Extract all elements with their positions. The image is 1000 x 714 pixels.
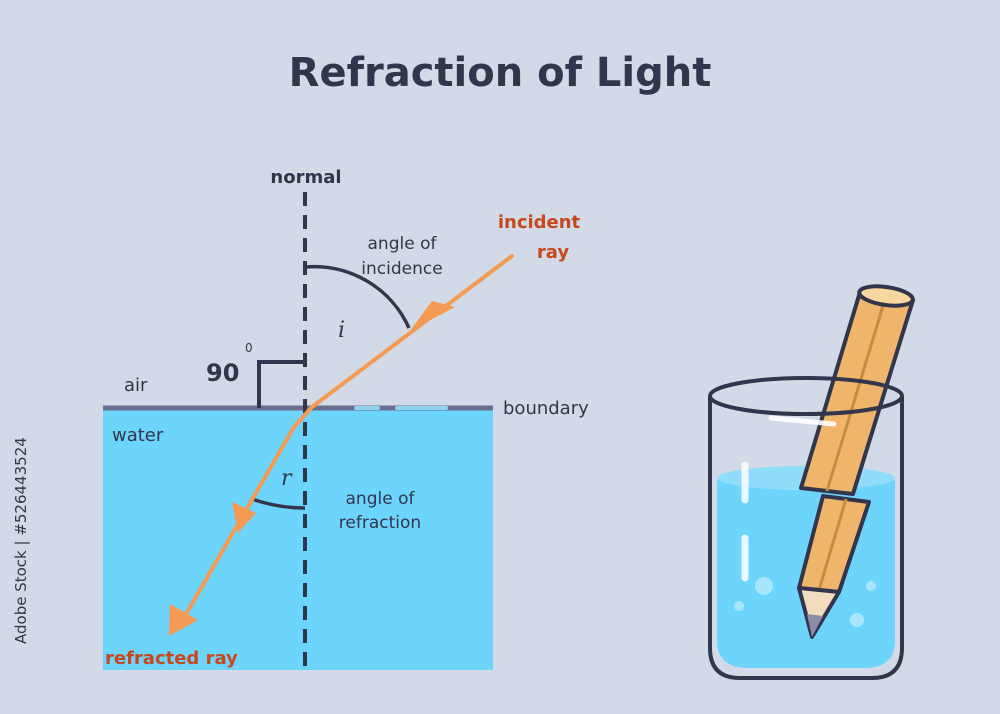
angle-of-incidence-label: angle of bbox=[368, 234, 438, 254]
glass-rim-highlight bbox=[768, 415, 837, 427]
pencil-top bbox=[799, 284, 915, 496]
refracted-ray-label: refracted ray bbox=[105, 648, 238, 669]
angle-of-incidence-label: incidence bbox=[361, 259, 442, 279]
angle-i-label: i bbox=[338, 318, 345, 343]
incident-ray-arrowhead bbox=[410, 301, 455, 331]
bubble bbox=[866, 581, 876, 591]
refracted-ray bbox=[176, 405, 314, 629]
page-title: Refraction of Light bbox=[289, 50, 712, 96]
degree-symbol: 0 bbox=[245, 341, 253, 355]
stock-id-text: Adobe Stock | #526443524 bbox=[12, 437, 30, 644]
incident-ray-label: ray bbox=[537, 242, 569, 263]
incidence-angle-arc bbox=[304, 264, 411, 329]
glass-with-pencil bbox=[708, 284, 915, 680]
pencil-submerged bbox=[797, 494, 871, 639]
water-region bbox=[103, 408, 493, 670]
air-label: air bbox=[124, 375, 148, 396]
refracted-ray-arrowhead-mid bbox=[232, 502, 256, 533]
incident-ray bbox=[310, 254, 514, 409]
bubble bbox=[755, 577, 773, 595]
water-label: water bbox=[112, 425, 164, 446]
ninety-degree-label: 90 bbox=[206, 359, 239, 387]
refracted-ray-arrowhead bbox=[169, 604, 198, 636]
angle-of-refraction-label: refraction bbox=[339, 513, 421, 533]
bubble bbox=[850, 613, 864, 627]
normal-label: normal bbox=[270, 167, 341, 188]
incident-ray-label: incident bbox=[498, 212, 581, 233]
right-angle-marker bbox=[257, 360, 305, 408]
refraction-angle-arc bbox=[251, 497, 306, 510]
bubble bbox=[734, 601, 744, 611]
angle-r-label: r bbox=[281, 466, 293, 491]
angle-of-refraction-label: angle of bbox=[346, 489, 416, 509]
boundary-label: boundary bbox=[503, 398, 589, 419]
glass-body bbox=[708, 396, 904, 680]
